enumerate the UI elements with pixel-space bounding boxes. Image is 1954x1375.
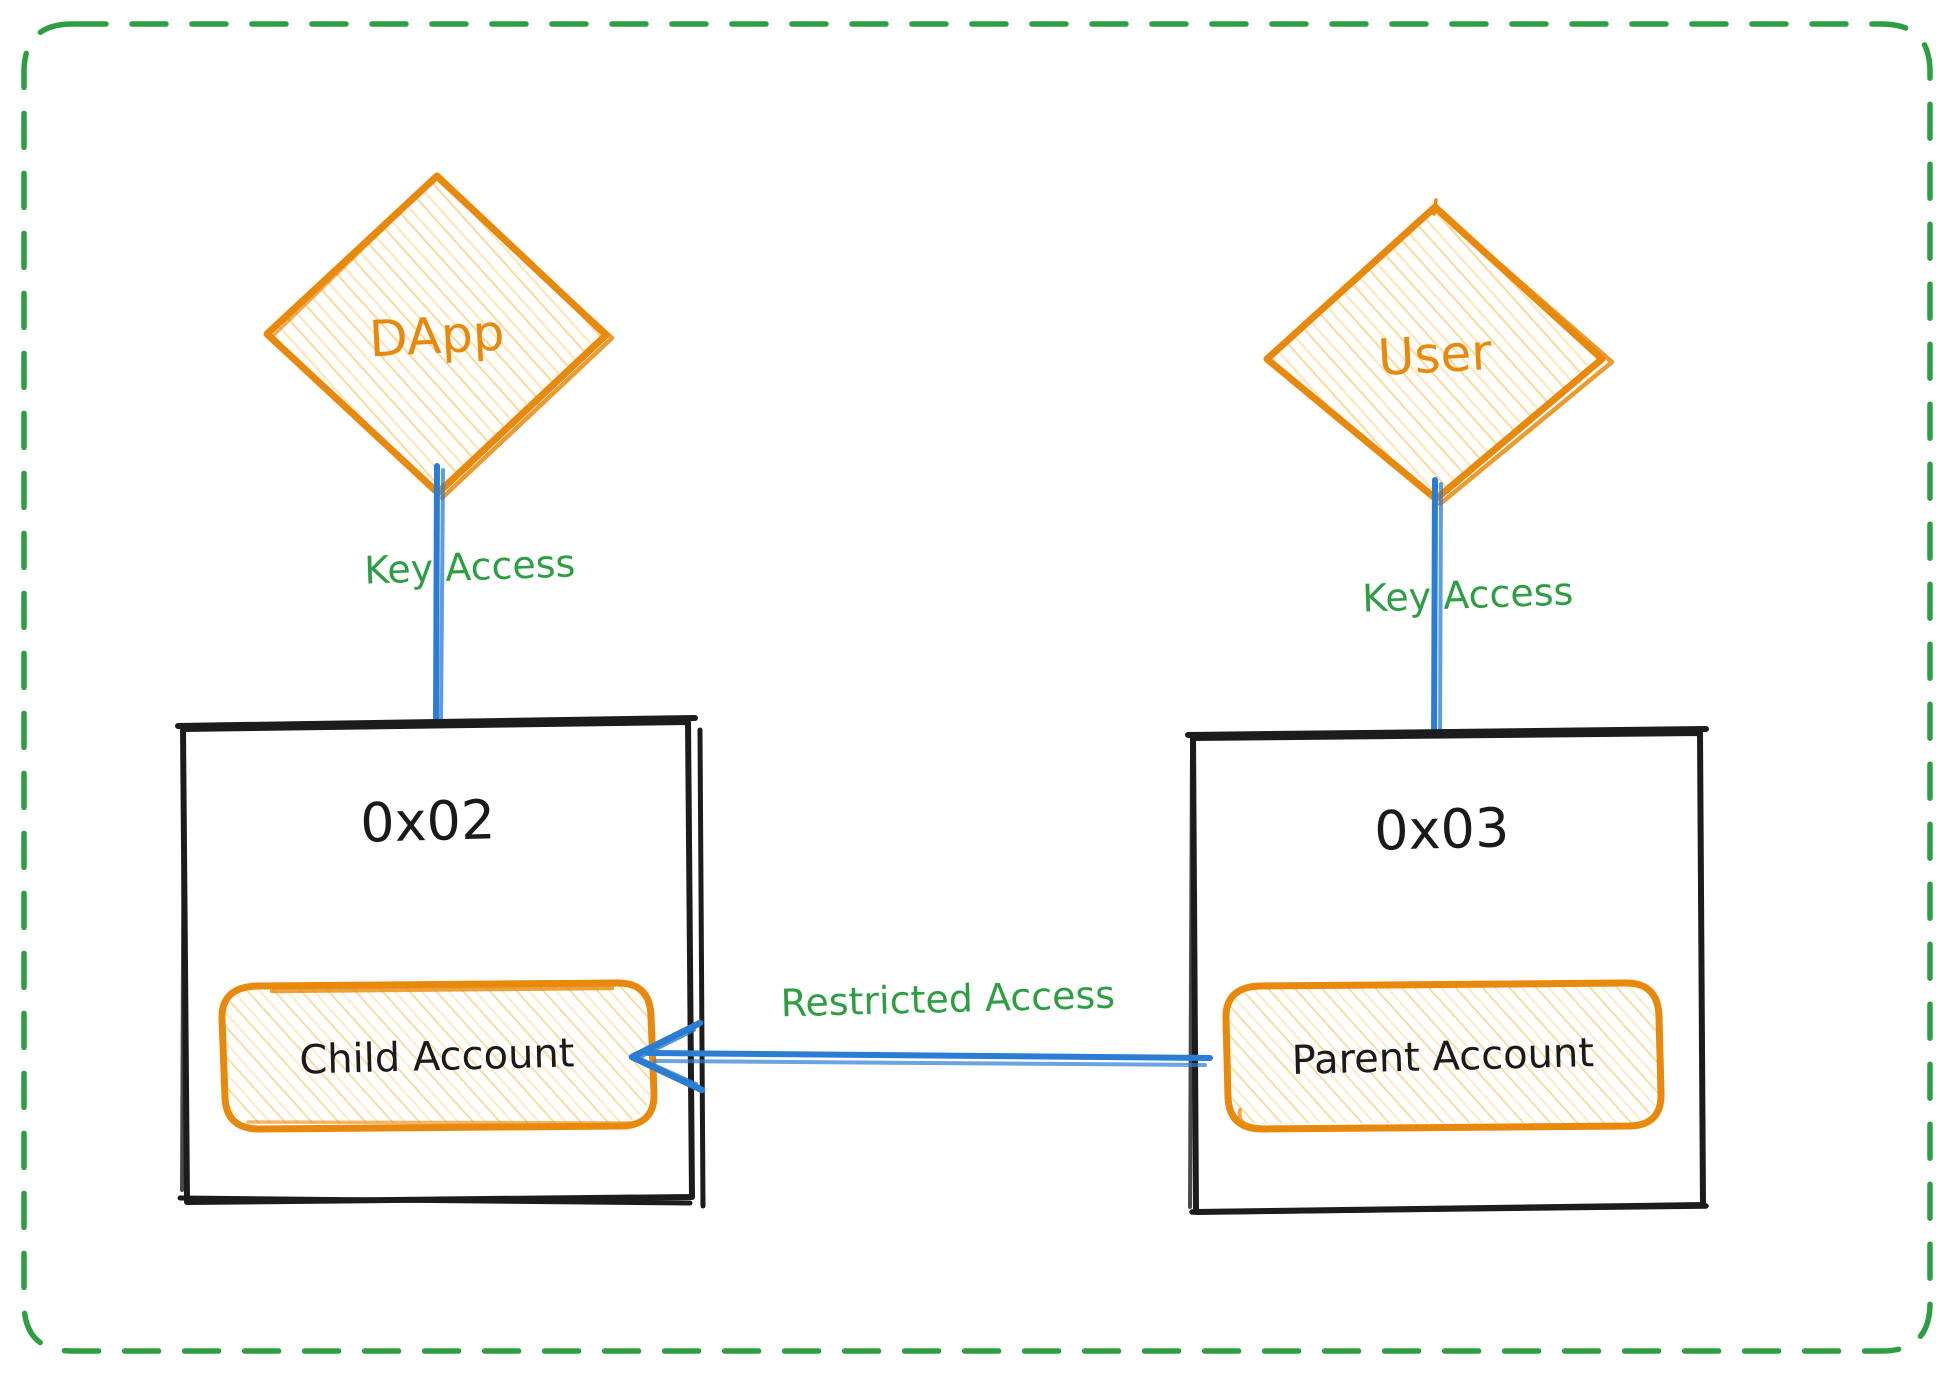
node-dapp-label: DApp (368, 304, 506, 369)
dashed-boundary (21, 21, 1933, 1354)
node-parent-account[interactable] (1222, 979, 1665, 1133)
node-child-account-label: Child Account (299, 1030, 575, 1083)
edge-user-to-0x03[interactable] (1431, 477, 1443, 751)
edge-label-key-access-1: Key Access (363, 541, 575, 592)
node-parent-account-label: Parent Account (1291, 1030, 1594, 1084)
edge-parent-to-child[interactable] (628, 1019, 1213, 1094)
node-user-label: User (1376, 323, 1493, 387)
node-child-account[interactable] (218, 979, 658, 1133)
node-account-0x03-label: 0x03 (1373, 796, 1510, 863)
edge-label-restricted-access: Restricted Access (780, 973, 1115, 1026)
edge-dapp-to-0x02[interactable] (433, 463, 445, 733)
edge-label-key-access-2: Key Access (1361, 569, 1573, 620)
node-account-0x02-label: 0x02 (359, 788, 496, 855)
